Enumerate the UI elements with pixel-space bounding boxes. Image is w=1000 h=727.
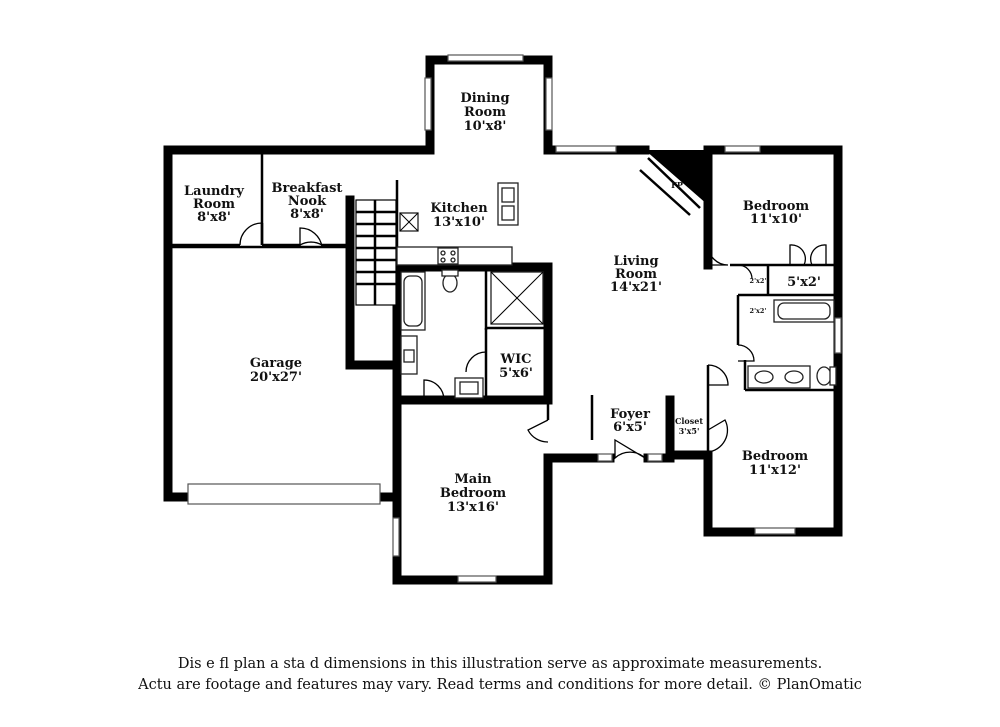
hall-bath-fixtures [747, 299, 837, 389]
closet-size: 3'x5' [679, 426, 700, 436]
window [724, 145, 761, 153]
main-bedroom-name: Bedroom [440, 486, 507, 501]
dining-room-name: Dining [460, 91, 509, 106]
door [737, 344, 755, 362]
window [555, 145, 617, 153]
toilet [442, 273, 458, 293]
linen-size: 2'x2' [750, 307, 767, 315]
dining-room-size: 10'x8' [464, 119, 507, 134]
main-bedroom-name: Main [454, 472, 492, 487]
sink-basin [501, 205, 515, 221]
living-room-name: Living [613, 254, 658, 269]
door [239, 222, 263, 246]
garage-size: 20'x27' [250, 370, 302, 385]
laundry-room-name: Laundry [184, 184, 244, 199]
bedroom-name: Bedroom [743, 199, 810, 214]
living-room-name: Room [615, 267, 657, 282]
toilet [816, 366, 832, 386]
sink-basin [501, 187, 515, 203]
main-bedroom-size: 13'x16' [447, 500, 499, 515]
window [545, 77, 553, 131]
laundry-room-name: Room [193, 197, 235, 212]
door [299, 241, 323, 246]
window [834, 317, 842, 354]
closet-name: Closet [675, 416, 703, 426]
main-bath-fixtures [400, 269, 544, 399]
fireplace-icon [645, 150, 708, 205]
foyer-size: 6'x5' [613, 420, 647, 435]
kitchen-fixtures [396, 182, 519, 266]
door [707, 419, 729, 453]
windows [187, 54, 842, 583]
breakfast-nook-name: Nook [288, 194, 327, 209]
garage-door [187, 483, 381, 505]
garage-name: Garage [250, 356, 302, 371]
foyer-name: Foyer [610, 407, 650, 422]
staircase [355, 199, 397, 306]
breakfast-nook-size: 8'x8' [290, 207, 324, 222]
sidelight [597, 453, 613, 462]
room-labels: Dining Room 10'x8' Laundry Room 8'x8' Br… [184, 91, 821, 515]
west-wall [163, 145, 435, 502]
breakfast-nook-name: Breakfast [272, 181, 343, 196]
door [299, 227, 323, 248]
window [424, 77, 432, 131]
door [423, 379, 445, 401]
window [754, 527, 796, 535]
linen-door [737, 264, 753, 280]
laundry-room-size: 8'x8' [197, 210, 231, 225]
window [392, 517, 400, 557]
sidelight [647, 453, 663, 462]
window [457, 575, 497, 583]
fireplace-label: FP [671, 180, 683, 190]
fireplace-hearth [647, 157, 701, 209]
bedroom-name: Bedroom [742, 449, 809, 464]
dining-room-name: Room [464, 105, 506, 120]
doors [239, 222, 827, 460]
door [465, 351, 487, 373]
kitchen-size: 13'x10' [433, 215, 485, 230]
door [527, 419, 549, 443]
wic-size: 5'x6' [499, 366, 533, 381]
living-room-size: 14'x21' [610, 280, 662, 295]
closet-size: 5'x2' [787, 275, 821, 290]
closet-door [789, 244, 807, 266]
linen-size: 2'x2' [750, 277, 767, 285]
window [447, 54, 524, 62]
bedroom-size: 11'x12' [749, 463, 801, 478]
disclaimer-line-2: Actu are footage and features may vary. … [138, 677, 862, 693]
door [707, 364, 729, 386]
fireplace-hearth [639, 169, 691, 216]
wic-name: WIC [499, 352, 531, 367]
front-door [614, 438, 646, 460]
entry-wall-left [543, 453, 615, 585]
disclaimer: Dis e fl plan a sta d dimensions in this… [0, 654, 1000, 696]
disclaimer-line-1: Dis e fl plan a sta d dimensions in this… [177, 656, 823, 672]
bedroom-size: 11'x10' [750, 212, 802, 227]
closet-door [809, 244, 827, 266]
main-bedroom-wall [392, 395, 553, 585]
kitchen-name: Kitchen [430, 201, 488, 216]
door [707, 244, 729, 266]
stair-wall [345, 195, 402, 370]
